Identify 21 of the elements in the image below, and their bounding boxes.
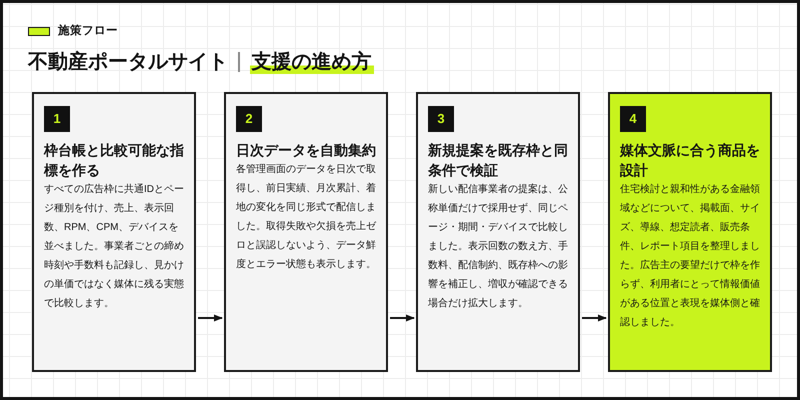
step-heading: 媒体文脈に合う商品を設計 [620, 141, 761, 180]
step-description: 各管理画面のデータを日次で取得し、前日実績、月次累計、着地の変化を同じ形式で配信しました。取得失敗や欠損を売上ゼロと誤認しないよう、データ鮮度とエラー状態も表示します。 [236, 163, 378, 272]
step-number: 3 [428, 106, 454, 132]
step-heading: 枠台帳と比較可能な指標を作る [44, 141, 185, 180]
step-card [224, 92, 388, 372]
step-card [608, 92, 772, 372]
page-title: 不動産ポータルサイト [28, 50, 228, 75]
step-number: 2 [236, 106, 262, 132]
step-number: 1 [44, 106, 70, 132]
step-description: 新しい配信事業者の提案は、公称単価だけで採用せず、同じページ・期間・デバイスで比較しました。表示回数の数え方、手数料、配信制約、既存枠への影響を補正し、増収が確認できる場合だけ拡大します。 [428, 182, 569, 311]
step-card [416, 92, 580, 372]
arrow [198, 314, 223, 322]
step-number: 4 [620, 106, 646, 132]
step-heading: 日次データを自動集約 [236, 141, 377, 160]
step-description: 住宅検討と親和性がある金融領域などについて、掲載面、サイズ、導線、想定読者、販売条件、レポート項目を整理しました。広告主の要望だけで枠を作らず、利用者にとって情報価値がある位置と表現を媒体側と確認しました。 [620, 182, 761, 330]
step-card [32, 92, 196, 372]
step-description: すべての広告枠に共通IDとページ種別を付け、売上、表示回数、RPM、CPM、デバイスを並べました。事業者ごとの締め時刻や手数料も記録し、見かけの単価ではなく媒体に残る実態で比較します。 [44, 182, 185, 311]
arrow [390, 314, 415, 322]
arrow [582, 314, 607, 322]
section-label: 施策フロー [58, 23, 118, 39]
step-heading: 新規提案を既存枠と同条件で検証 [428, 141, 569, 180]
